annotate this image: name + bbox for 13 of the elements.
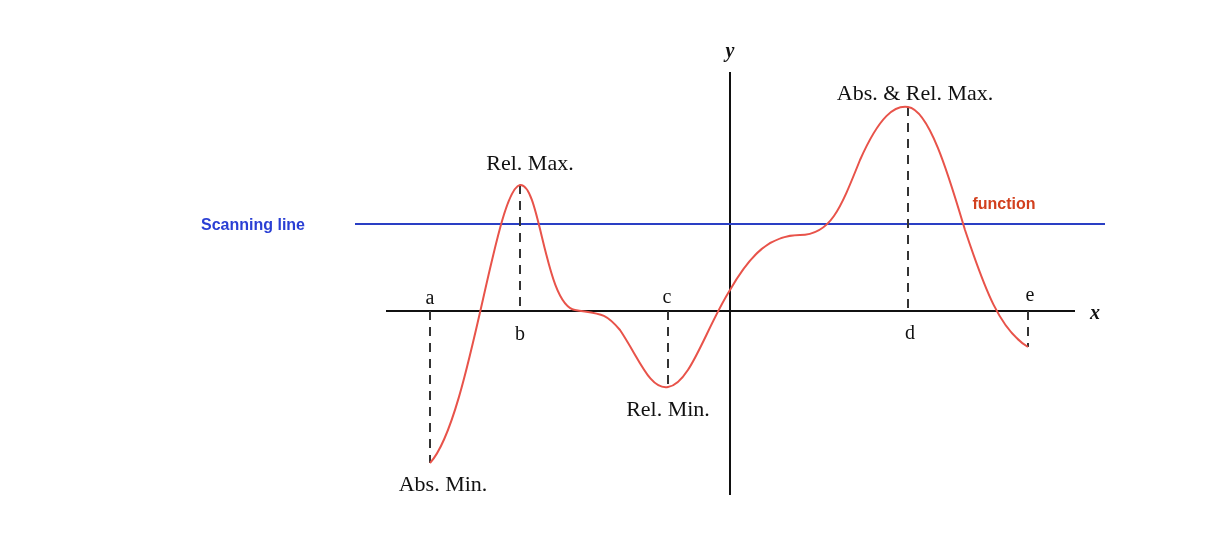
point-label: Rel. Min. <box>626 398 710 420</box>
point-label: b <box>515 323 525 343</box>
point-label: a <box>425 287 435 307</box>
point-label: Abs. Min. <box>398 473 488 495</box>
point-label: e <box>1025 284 1035 304</box>
point-label: c <box>662 286 672 306</box>
point-label: Rel. Max. <box>486 152 574 174</box>
curve-label: function <box>972 196 1036 212</box>
point-label: d <box>905 322 915 342</box>
line-label: Scanning line <box>201 217 305 233</box>
point-label: Abs. & Rel. Max. <box>836 82 994 104</box>
axis-label: x <box>1090 302 1100 322</box>
axis-label: y <box>725 40 735 60</box>
